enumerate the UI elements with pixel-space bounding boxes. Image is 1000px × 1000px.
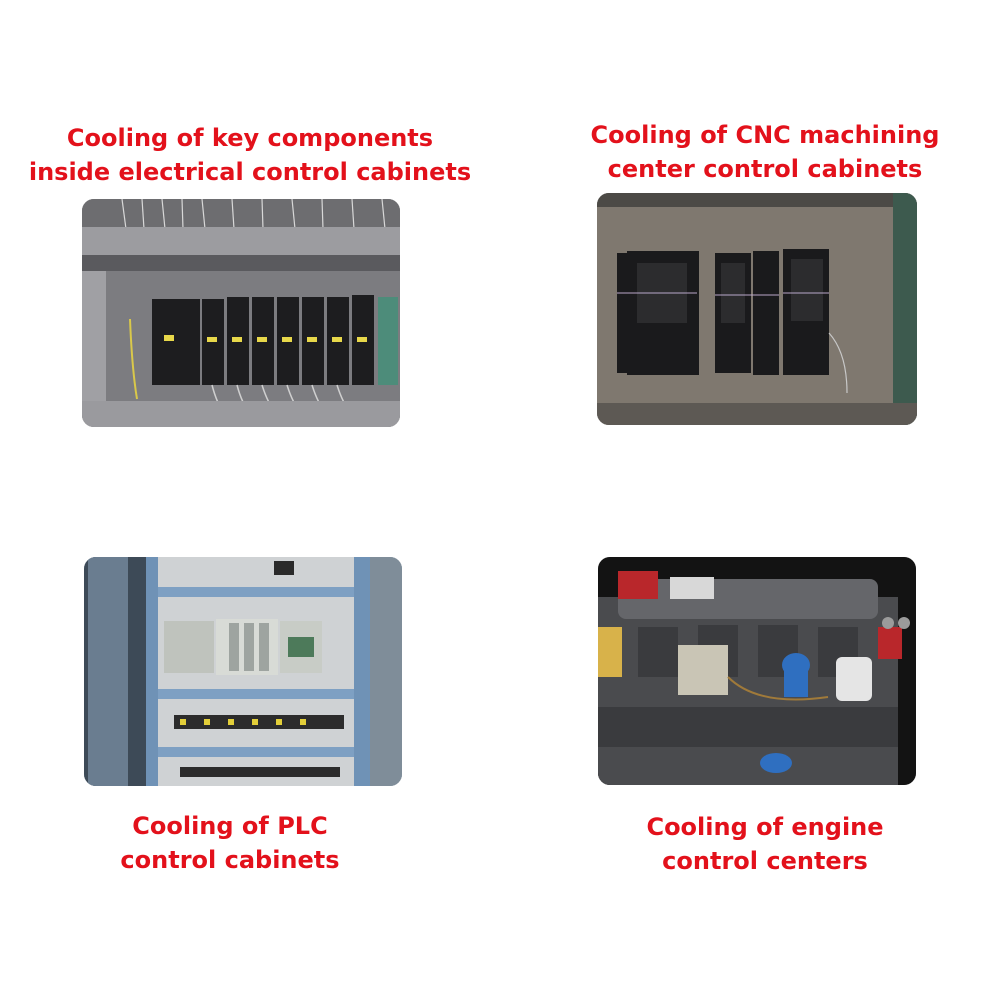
caption-line: Cooling of PLC xyxy=(132,812,328,840)
photo-engine xyxy=(598,557,916,785)
caption-line: Cooling of engine xyxy=(646,813,884,841)
caption-cnc-cabinets: Cooling of CNC machining center control … xyxy=(510,118,1000,186)
photo-electrical-cabinet xyxy=(82,199,400,427)
photo-cnc-cabinet xyxy=(597,193,917,425)
caption-line: control centers xyxy=(662,847,868,875)
caption-engine-control: Cooling of engine control centers xyxy=(590,810,940,878)
caption-line: control cabinets xyxy=(120,846,340,874)
caption-line: Cooling of key components xyxy=(66,124,434,152)
caption-line: Cooling of CNC machining xyxy=(590,121,940,149)
photo-plc-cabinet xyxy=(84,557,402,786)
caption-line: inside electrical control cabinets xyxy=(28,158,472,186)
caption-line: center control cabinets xyxy=(607,155,923,183)
caption-plc-cabinets: Cooling of PLC control cabinets xyxy=(40,809,420,877)
caption-electrical-cabinets: Cooling of key components inside electri… xyxy=(0,121,500,189)
